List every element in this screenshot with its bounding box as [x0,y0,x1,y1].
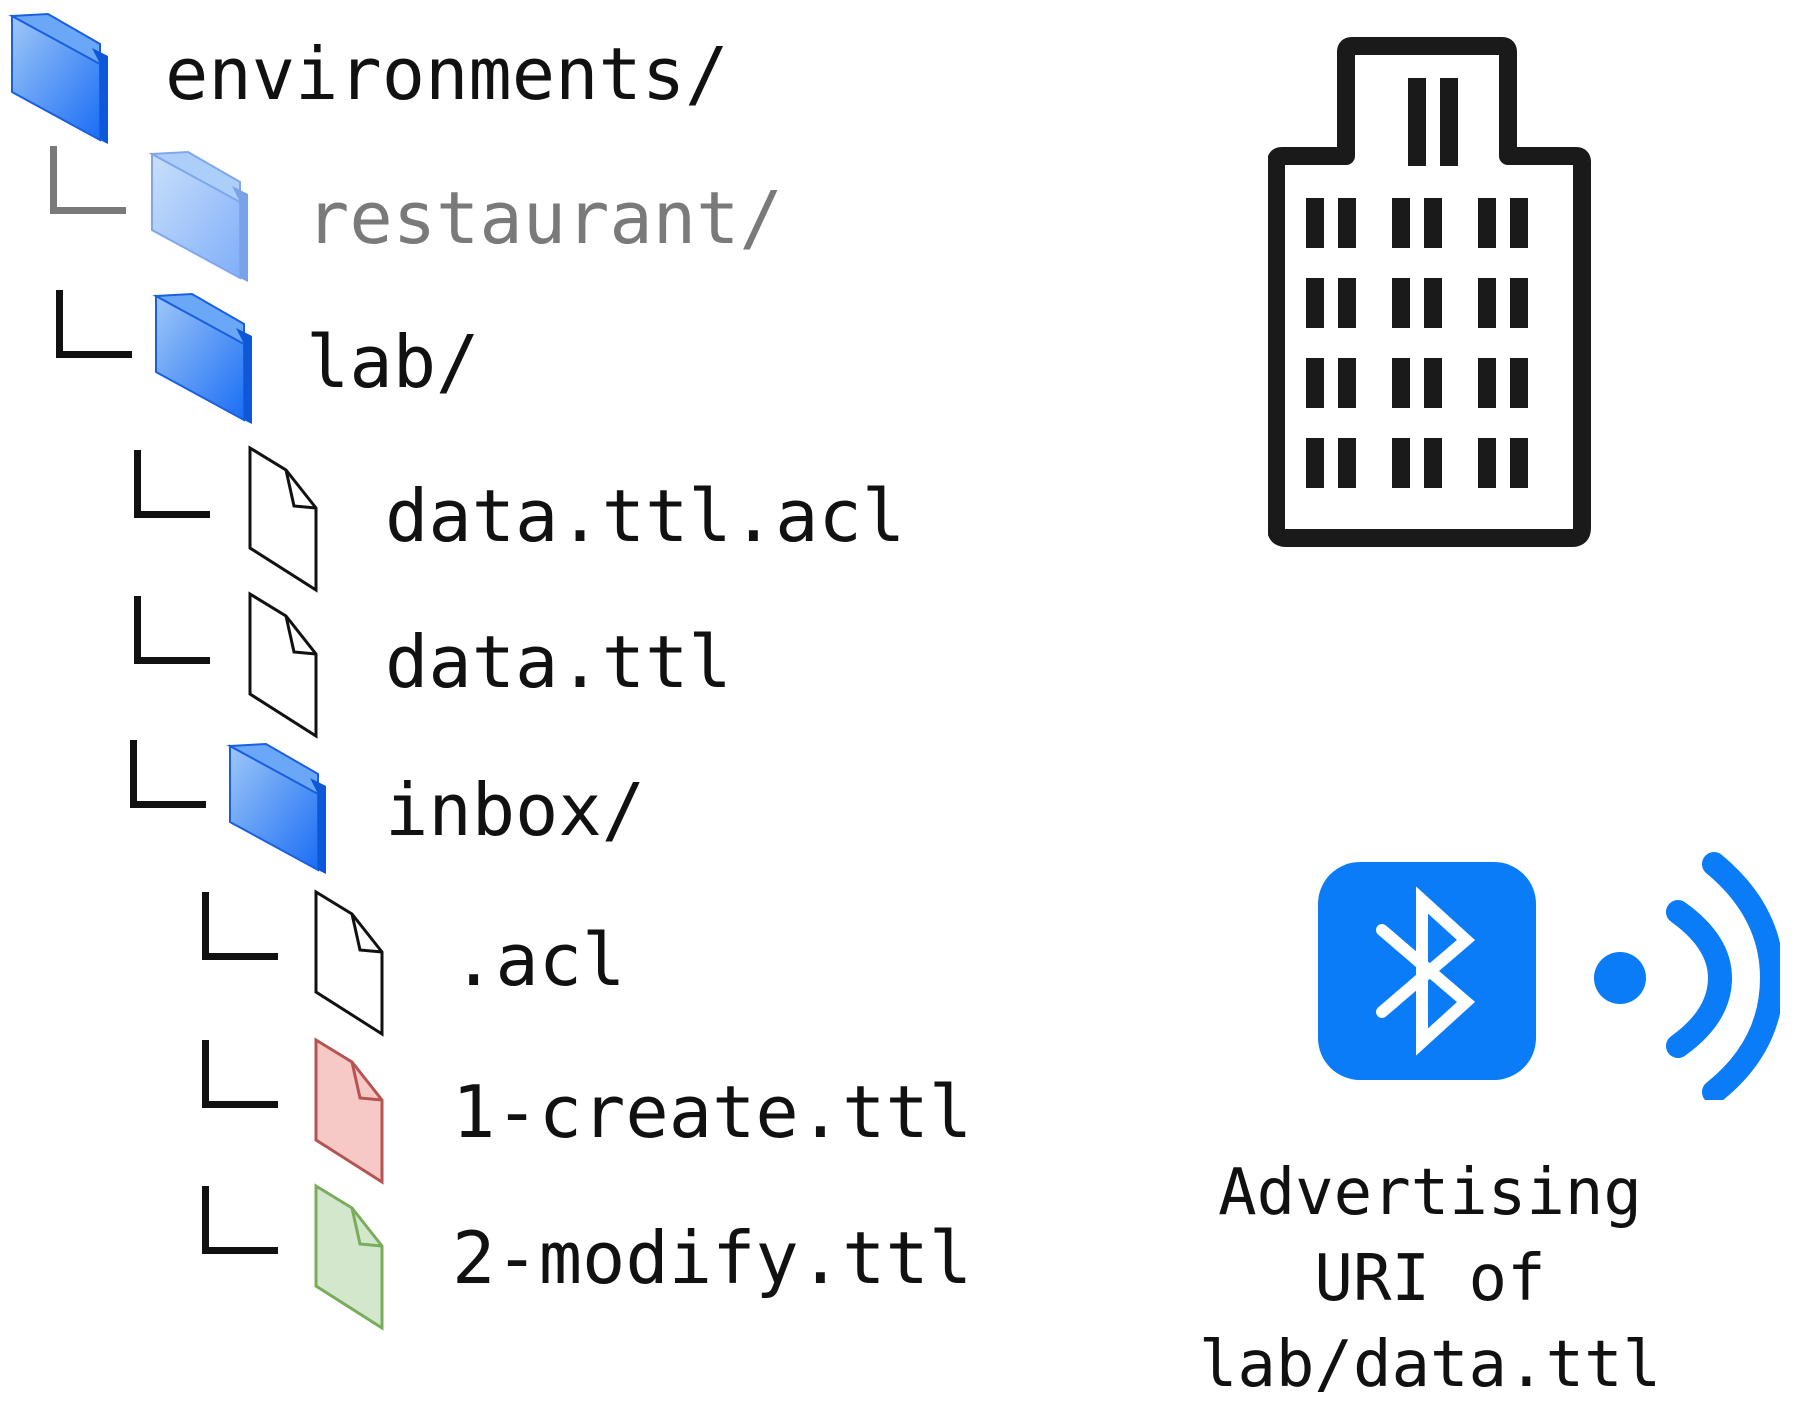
tree-label-data-ttl[interactable]: data.ttl [385,620,732,704]
file-red-icon[interactable] [312,1036,386,1190]
tree-label-lab[interactable]: lab/ [306,320,480,404]
tree-connector [202,892,278,960]
broadcast-waves-icon [1580,850,1785,1104]
tree-label-1-create[interactable]: 1-create.ttl [452,1070,973,1154]
caption-line-2: URI of lab/data.ttl [1198,1242,1662,1402]
tree-label-restaurant[interactable]: restaurant/ [306,176,783,260]
folder-icon[interactable] [226,738,326,878]
advertising-caption: Advertising URI of lab/data.ttl [1070,1150,1790,1408]
building-icon [1267,28,1598,548]
caption-line-1: Advertising [1218,1156,1642,1230]
tree-connector [130,740,206,808]
tree-label-environments[interactable]: environments/ [165,32,729,116]
file-icon[interactable] [246,444,320,598]
tree-label-data-ttl-acl[interactable]: data.ttl.acl [385,474,906,558]
tree-connector [50,146,126,214]
folder-icon[interactable] [152,288,252,428]
tree-label-inbox[interactable]: inbox/ [385,768,646,852]
bluetooth-icon[interactable] [1318,862,1536,1080]
tree-connector [202,1040,278,1108]
tree-connector [56,290,132,358]
tree-label-2-modify[interactable]: 2-modify.ttl [452,1216,973,1300]
tree-connector [134,450,210,518]
file-icon[interactable] [312,888,386,1042]
tree-label-dot-acl[interactable]: .acl [452,918,626,1002]
file-icon[interactable] [246,590,320,744]
folder-icon[interactable] [8,8,108,148]
folder-icon[interactable] [148,146,248,286]
file-tree: environments/ restaurant/ lab/ data.ttl.… [8,8,973,1336]
tree-connector [134,596,210,664]
tree-connector [202,1186,278,1254]
file-green-icon[interactable] [312,1182,386,1336]
